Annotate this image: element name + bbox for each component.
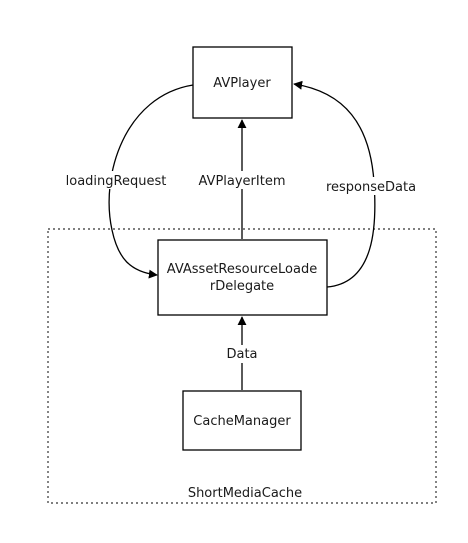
edge-loading-request: loadingRequest	[64, 84, 194, 279]
avplayer-item-label-bg	[197, 171, 288, 189]
node-cache-manager: CacheManager	[182, 390, 302, 451]
container-border	[47, 228, 437, 504]
data-label-bg	[224, 345, 260, 363]
container-label: ShortMediaCache	[188, 486, 302, 501]
avplayer-item-label: AVPlayerItem	[198, 174, 285, 189]
resource-loader-delegate-label-line2: rDelegate	[210, 279, 274, 294]
node-avplayer: AVPlayer	[192, 46, 293, 119]
response-data-label: responseData	[326, 180, 416, 195]
loading-request-curve	[108, 84, 194, 279]
loading-request-label: loadingRequest	[66, 174, 167, 189]
data-label: Data	[226, 347, 257, 362]
avplayer-box	[192, 46, 293, 119]
edge-avplayer-item: AVPlayerItem	[197, 119, 288, 239]
edge-data: Data	[224, 316, 260, 390]
resource-loader-delegate-label-line1: AVAssetResourceLoade	[167, 262, 317, 277]
node-resource-loader-delegate: AVAssetResourceLoade rDelegate	[157, 239, 328, 316]
short-media-cache-container: ShortMediaCache	[47, 228, 437, 504]
response-data-label-bg	[325, 177, 417, 195]
cache-manager-box	[182, 390, 302, 451]
loading-request-label-bg	[64, 171, 168, 189]
cache-manager-label: CacheManager	[193, 414, 291, 429]
avplayer-label: AVPlayer	[213, 76, 271, 91]
edge-response-data: responseData	[293, 80, 417, 288]
resource-loader-delegate-box	[157, 239, 328, 316]
